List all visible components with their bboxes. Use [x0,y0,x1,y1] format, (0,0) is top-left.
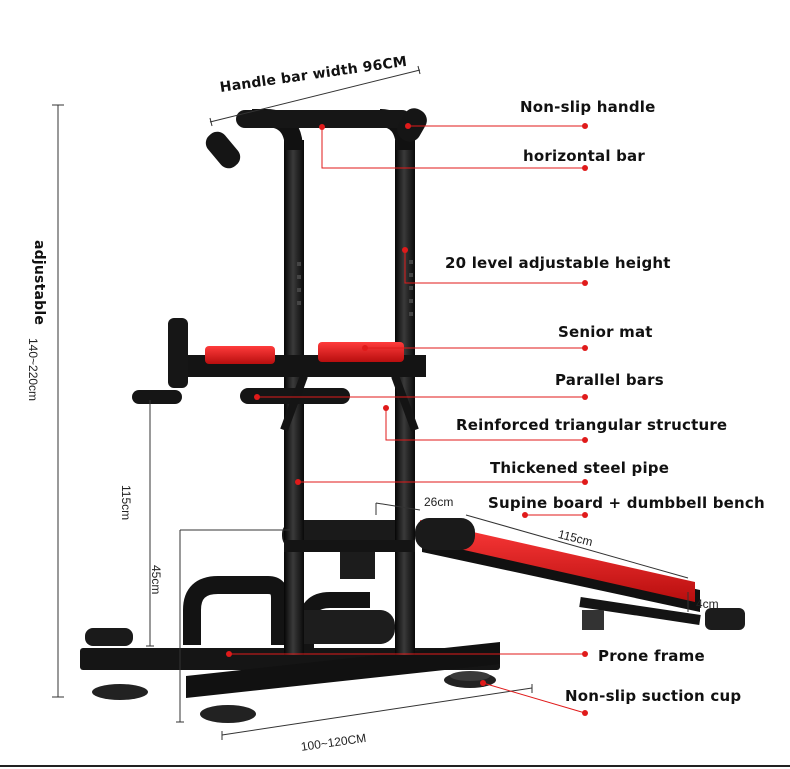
equipment-illustration [80,108,745,723]
height-range-label: 140~220cm [26,338,40,402]
bar-height-label: 115cm [119,485,133,521]
board-roller [415,518,475,550]
leg-roller [285,610,395,644]
handle-right [397,108,427,142]
handle-left [205,131,241,169]
suction-cup-label: Non-slip suction cup [565,687,742,705]
parallel-bars-label: Parallel bars [555,371,664,389]
suction-cup-front [200,705,256,723]
senior-mat-label: Senior mat [558,323,653,341]
horizontal-bar-label: horizontal bar [523,147,645,165]
callout-lines [229,125,586,714]
suction-cup-left [92,684,148,700]
non-slip-handle-label: Non-slip handle [520,98,656,116]
steel-pipe-label: Thickened steel pipe [490,459,670,477]
board-width-label: 26cm [424,495,454,509]
adjustable-label: adjustable [31,240,47,326]
board-foot [705,608,745,630]
dimension-lines [52,65,689,740]
pull-up-bar [236,110,411,128]
adjustable-height-label: 20 level adjustable height [445,254,671,272]
supine-board-label: Supine board + dumbbell bench [488,494,765,512]
prone-frame-label: Prone frame [598,647,705,665]
board-thickness-label: 4cm [696,597,719,611]
callout-dots [226,123,588,716]
mat-left [205,346,275,364]
prone-frame-arch [183,576,289,645]
base-height-label: 45cm [149,565,163,595]
dip-handle-left [132,390,182,404]
supine-board-pad [420,520,695,602]
base-rail-front [186,642,500,698]
mat-right [318,342,404,362]
triangular-structure-label: Reinforced triangular structure [456,416,728,434]
foot-handle [85,628,133,646]
